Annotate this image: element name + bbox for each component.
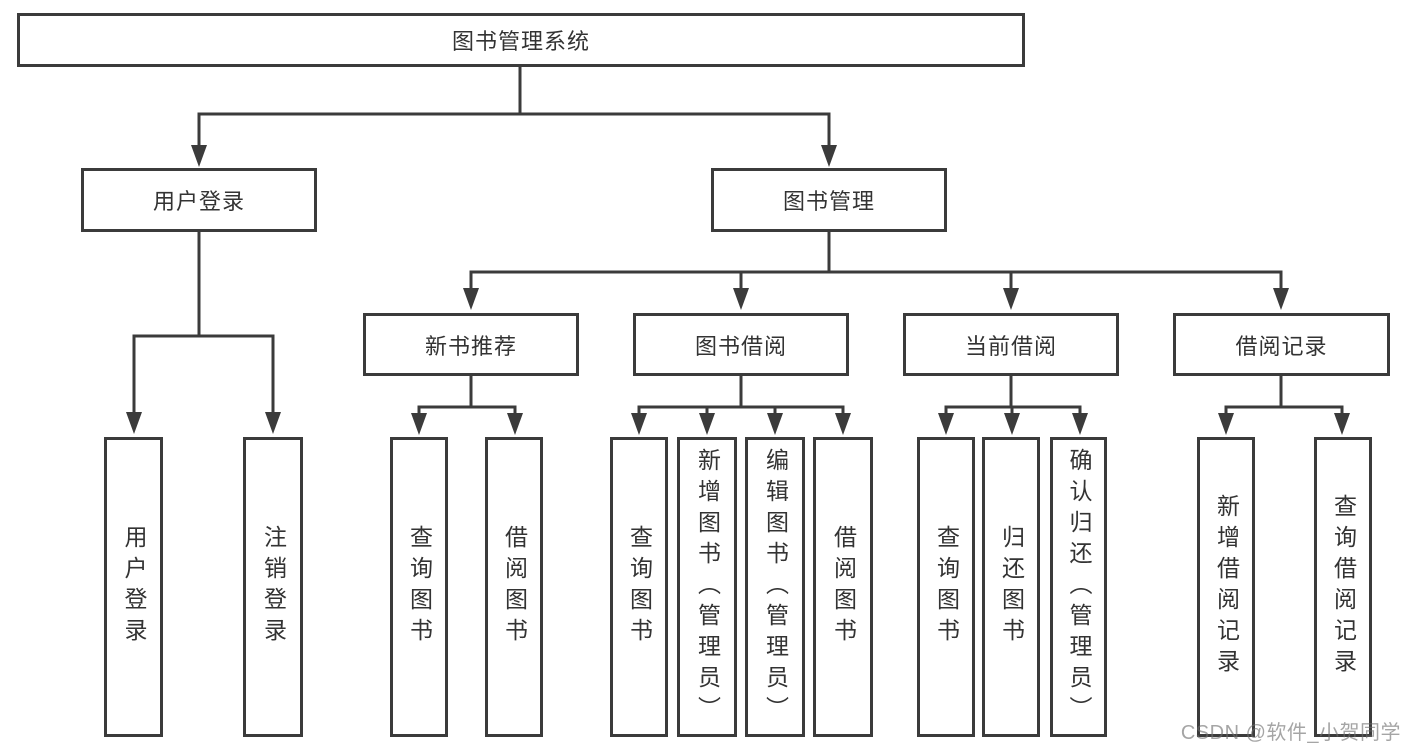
leaf-label: 编辑图书（管理员） (762, 447, 789, 727)
root-node-system: 图书管理系统 (17, 13, 1025, 67)
leaf-query-books-recommend: 查询图书 (390, 437, 448, 737)
leaf-label: 归还图书 (998, 525, 1025, 649)
section-current-borrow: 当前借阅 (903, 313, 1119, 376)
section-label: 当前借阅 (964, 333, 1057, 359)
leaf-return-book: 归还图书 (982, 437, 1040, 737)
branch-book-management: 图书管理 (711, 168, 947, 232)
leaf-add-borrow-record: 新增借阅记录 (1197, 437, 1255, 737)
leaf-query-books-current: 查询图书 (917, 437, 975, 737)
leaf-confirm-return-admin: 确认归还（管理员） (1050, 437, 1107, 737)
leaf-query-books-borrow: 查询图书 (610, 437, 668, 737)
leaf-label: 查询借阅记录 (1330, 494, 1357, 680)
section-new-book-recommend: 新书推荐 (363, 313, 579, 376)
root-node-label: 图书管理系统 (451, 29, 590, 54)
leaf-label: 新增图书（管理员） (694, 447, 721, 727)
section-borrow-records: 借阅记录 (1173, 313, 1390, 376)
csdn-watermark: CSDN @软件_小贺同学 (1180, 722, 1401, 744)
section-label: 图书借阅 (694, 333, 787, 359)
leaf-label: 查询图书 (626, 525, 653, 649)
section-label: 借阅记录 (1235, 333, 1328, 359)
leaf-logout: 注销登录 (243, 437, 303, 737)
leaf-borrow-books: 借阅图书 (813, 437, 873, 737)
leaf-edit-book-admin: 编辑图书（管理员） (745, 437, 805, 737)
branch-user-login: 用户登录 (81, 168, 317, 232)
leaf-label: 借阅图书 (830, 525, 857, 649)
leaf-label: 确认归还（管理员） (1066, 447, 1092, 727)
section-label: 新书推荐 (424, 333, 517, 359)
branch-label: 用户登录 (152, 189, 245, 214)
branch-label: 图书管理 (782, 189, 875, 214)
leaf-label: 查询图书 (406, 525, 433, 649)
leaf-label: 新增借阅记录 (1213, 494, 1240, 680)
leaf-add-book-admin: 新增图书（管理员） (677, 437, 737, 737)
leaf-label: 借阅图书 (501, 525, 528, 649)
leaf-query-borrow-record: 查询借阅记录 (1314, 437, 1372, 737)
leaf-label: 用户登录 (121, 525, 147, 649)
section-book-borrow: 图书借阅 (633, 313, 849, 376)
leaf-user-login: 用户登录 (104, 437, 163, 737)
leaf-label: 查询图书 (933, 525, 960, 649)
leaf-label: 注销登录 (260, 525, 287, 649)
leaf-borrow-books-recommend: 借阅图书 (485, 437, 543, 737)
